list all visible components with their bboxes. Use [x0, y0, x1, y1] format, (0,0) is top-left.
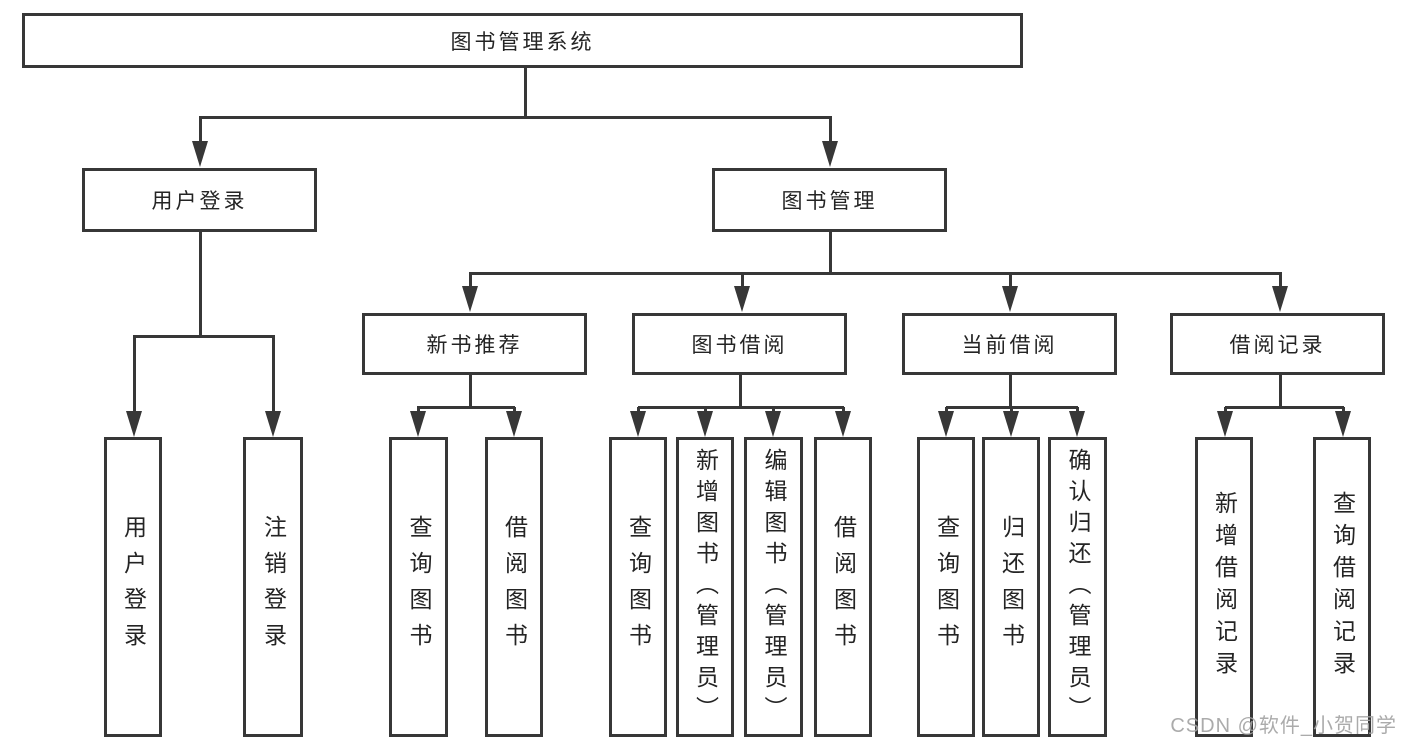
node-label-query-books-recommendation: 查询图书	[406, 515, 432, 659]
arrowhead-down-icon	[938, 411, 954, 437]
node-label-logout: 注销登录	[260, 515, 287, 659]
arrowhead-down-icon	[192, 141, 208, 167]
connector-line-vertical	[828, 232, 832, 273]
arrowhead-down-icon	[1003, 411, 1019, 437]
connector-line-vertical	[198, 117, 202, 147]
arrowhead-down-icon	[1217, 411, 1233, 437]
arrowhead-down-icon	[506, 411, 522, 437]
node-confirm-return-admin: 确认归还（管理员）	[1048, 437, 1107, 737]
node-query-books-borrowing: 查询图书	[609, 437, 667, 737]
connector-line-horizontal	[133, 334, 275, 338]
node-label-book-management-branch: 图书管理	[781, 190, 878, 213]
arrowhead-down-icon	[765, 411, 781, 437]
node-return-books: 归还图书	[982, 437, 1040, 737]
arrowhead-down-icon	[1069, 411, 1085, 437]
node-label-user-login: 用户登录	[120, 515, 147, 659]
connector-line-horizontal	[469, 271, 1282, 275]
node-label-edit-books-admin: 编辑图书（管理员）	[761, 447, 787, 727]
connector-line-vertical	[1008, 273, 1012, 291]
node-label-add-books-admin: 新增图书（管理员）	[692, 447, 719, 727]
connector-line-horizontal	[1225, 405, 1344, 409]
node-new-book-recommendation: 新书推荐	[362, 313, 587, 375]
node-label-borrowing-records: 借阅记录	[1229, 334, 1326, 357]
node-query-borrowing-record: 查询借阅记录	[1313, 437, 1371, 737]
node-label-query-borrowing-record: 查询借阅记录	[1329, 491, 1356, 683]
arrowhead-down-icon	[1272, 286, 1288, 312]
connector-line-vertical	[828, 117, 832, 147]
connector-line-vertical	[738, 375, 742, 407]
arrowhead-down-icon	[1335, 411, 1351, 437]
node-label-confirm-return-admin: 确认归还（管理员）	[1065, 447, 1091, 727]
node-user-login: 用户登录	[104, 437, 162, 737]
arrowhead-down-icon	[697, 411, 713, 437]
connector-line-horizontal	[638, 405, 844, 409]
connector-line-horizontal	[417, 405, 515, 409]
node-book-management-branch: 图书管理	[712, 168, 947, 232]
node-label-library-management-system: 图书管理系统	[450, 30, 595, 54]
node-label-query-books-current: 查询图书	[933, 515, 960, 659]
node-borrow-books: 借阅图书	[814, 437, 872, 737]
connector-line-vertical	[468, 375, 472, 407]
node-query-books-current: 查询图书	[917, 437, 975, 737]
connector-line-vertical	[271, 336, 275, 414]
node-add-books-admin: 新增图书（管理员）	[676, 437, 734, 737]
connector-line-vertical	[1278, 273, 1282, 291]
connector-line-vertical	[1008, 375, 1012, 407]
node-user-login-branch: 用户登录	[82, 168, 317, 232]
node-label-current-borrowing: 当前借阅	[961, 334, 1058, 357]
node-label-borrow-books: 借阅图书	[830, 515, 857, 659]
node-label-borrow-books-recommendation: 借阅图书	[501, 515, 528, 659]
node-label-return-books: 归还图书	[998, 515, 1025, 659]
node-label-new-book-recommendation: 新书推荐	[426, 334, 523, 357]
arrowhead-down-icon	[462, 286, 478, 312]
node-add-borrowing-record: 新增借阅记录	[1195, 437, 1253, 737]
arrowhead-down-icon	[126, 411, 142, 437]
node-library-management-system: 图书管理系统	[22, 13, 1023, 68]
node-edit-books-admin: 编辑图书（管理员）	[744, 437, 803, 737]
connector-line-vertical	[468, 273, 472, 291]
arrowhead-down-icon	[630, 411, 646, 437]
node-borrowing-records: 借阅记录	[1170, 313, 1385, 375]
connector-line-vertical	[740, 273, 744, 291]
node-logout: 注销登录	[243, 437, 303, 737]
connector-line-vertical	[1278, 375, 1282, 407]
node-borrow-books-recommendation: 借阅图书	[485, 437, 543, 737]
node-label-query-books-borrowing: 查询图书	[625, 515, 652, 659]
arrowhead-down-icon	[1002, 286, 1018, 312]
arrowhead-down-icon	[835, 411, 851, 437]
node-current-borrowing: 当前借阅	[902, 313, 1117, 375]
arrowhead-down-icon	[410, 411, 426, 437]
connector-line-vertical	[198, 232, 202, 336]
node-label-user-login-branch: 用户登录	[151, 190, 248, 213]
node-label-add-borrowing-record: 新增借阅记录	[1211, 491, 1238, 683]
arrowhead-down-icon	[734, 286, 750, 312]
csdn-watermark: CSDN @软件_小贺同学	[1170, 715, 1397, 737]
connector-line-horizontal	[199, 115, 832, 119]
arrowhead-down-icon	[822, 141, 838, 167]
connector-line-vertical	[523, 68, 527, 117]
node-query-books-recommendation: 查询图书	[389, 437, 448, 737]
arrowhead-down-icon	[265, 411, 281, 437]
node-label-book-borrowing: 图书借阅	[691, 334, 788, 357]
node-book-borrowing: 图书借阅	[632, 313, 847, 375]
connector-line-vertical	[132, 336, 136, 414]
